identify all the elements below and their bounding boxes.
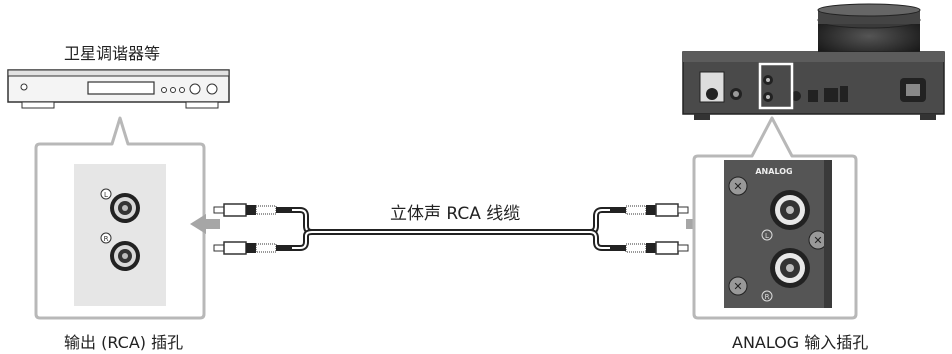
output-jack-label: 输出 (RCA) 插孔 <box>64 333 184 352</box>
cable-label: 立体声 RCA 线缆 <box>390 204 521 224</box>
rca-cable-icon <box>213 203 689 255</box>
analog-input-closeup: ANALOG ✕ ✕ ✕ L R <box>724 160 832 308</box>
left-channel-marker: L <box>104 191 108 199</box>
output-jack-panel <box>74 164 166 306</box>
input-jack-label: ANALOG 输入插孔 <box>732 333 869 352</box>
source-device-label: 卫星调谐器等 <box>64 44 161 63</box>
analog-panel-label: ANALOG <box>755 167 792 176</box>
source-jack-right-icon <box>110 241 140 271</box>
right-channel-marker: R <box>104 235 109 243</box>
svg-text:✕: ✕ <box>813 234 822 247</box>
svg-text:✕: ✕ <box>733 180 742 193</box>
headphone-amp-icon <box>682 3 945 120</box>
satellite-tuner-icon <box>7 69 230 109</box>
svg-text:✕: ✕ <box>733 280 742 293</box>
amp-right-marker: R <box>765 293 770 301</box>
arrow-into-source-top-icon <box>190 214 220 234</box>
amp-left-marker: L <box>765 232 769 240</box>
source-jack-left-icon <box>110 193 140 223</box>
